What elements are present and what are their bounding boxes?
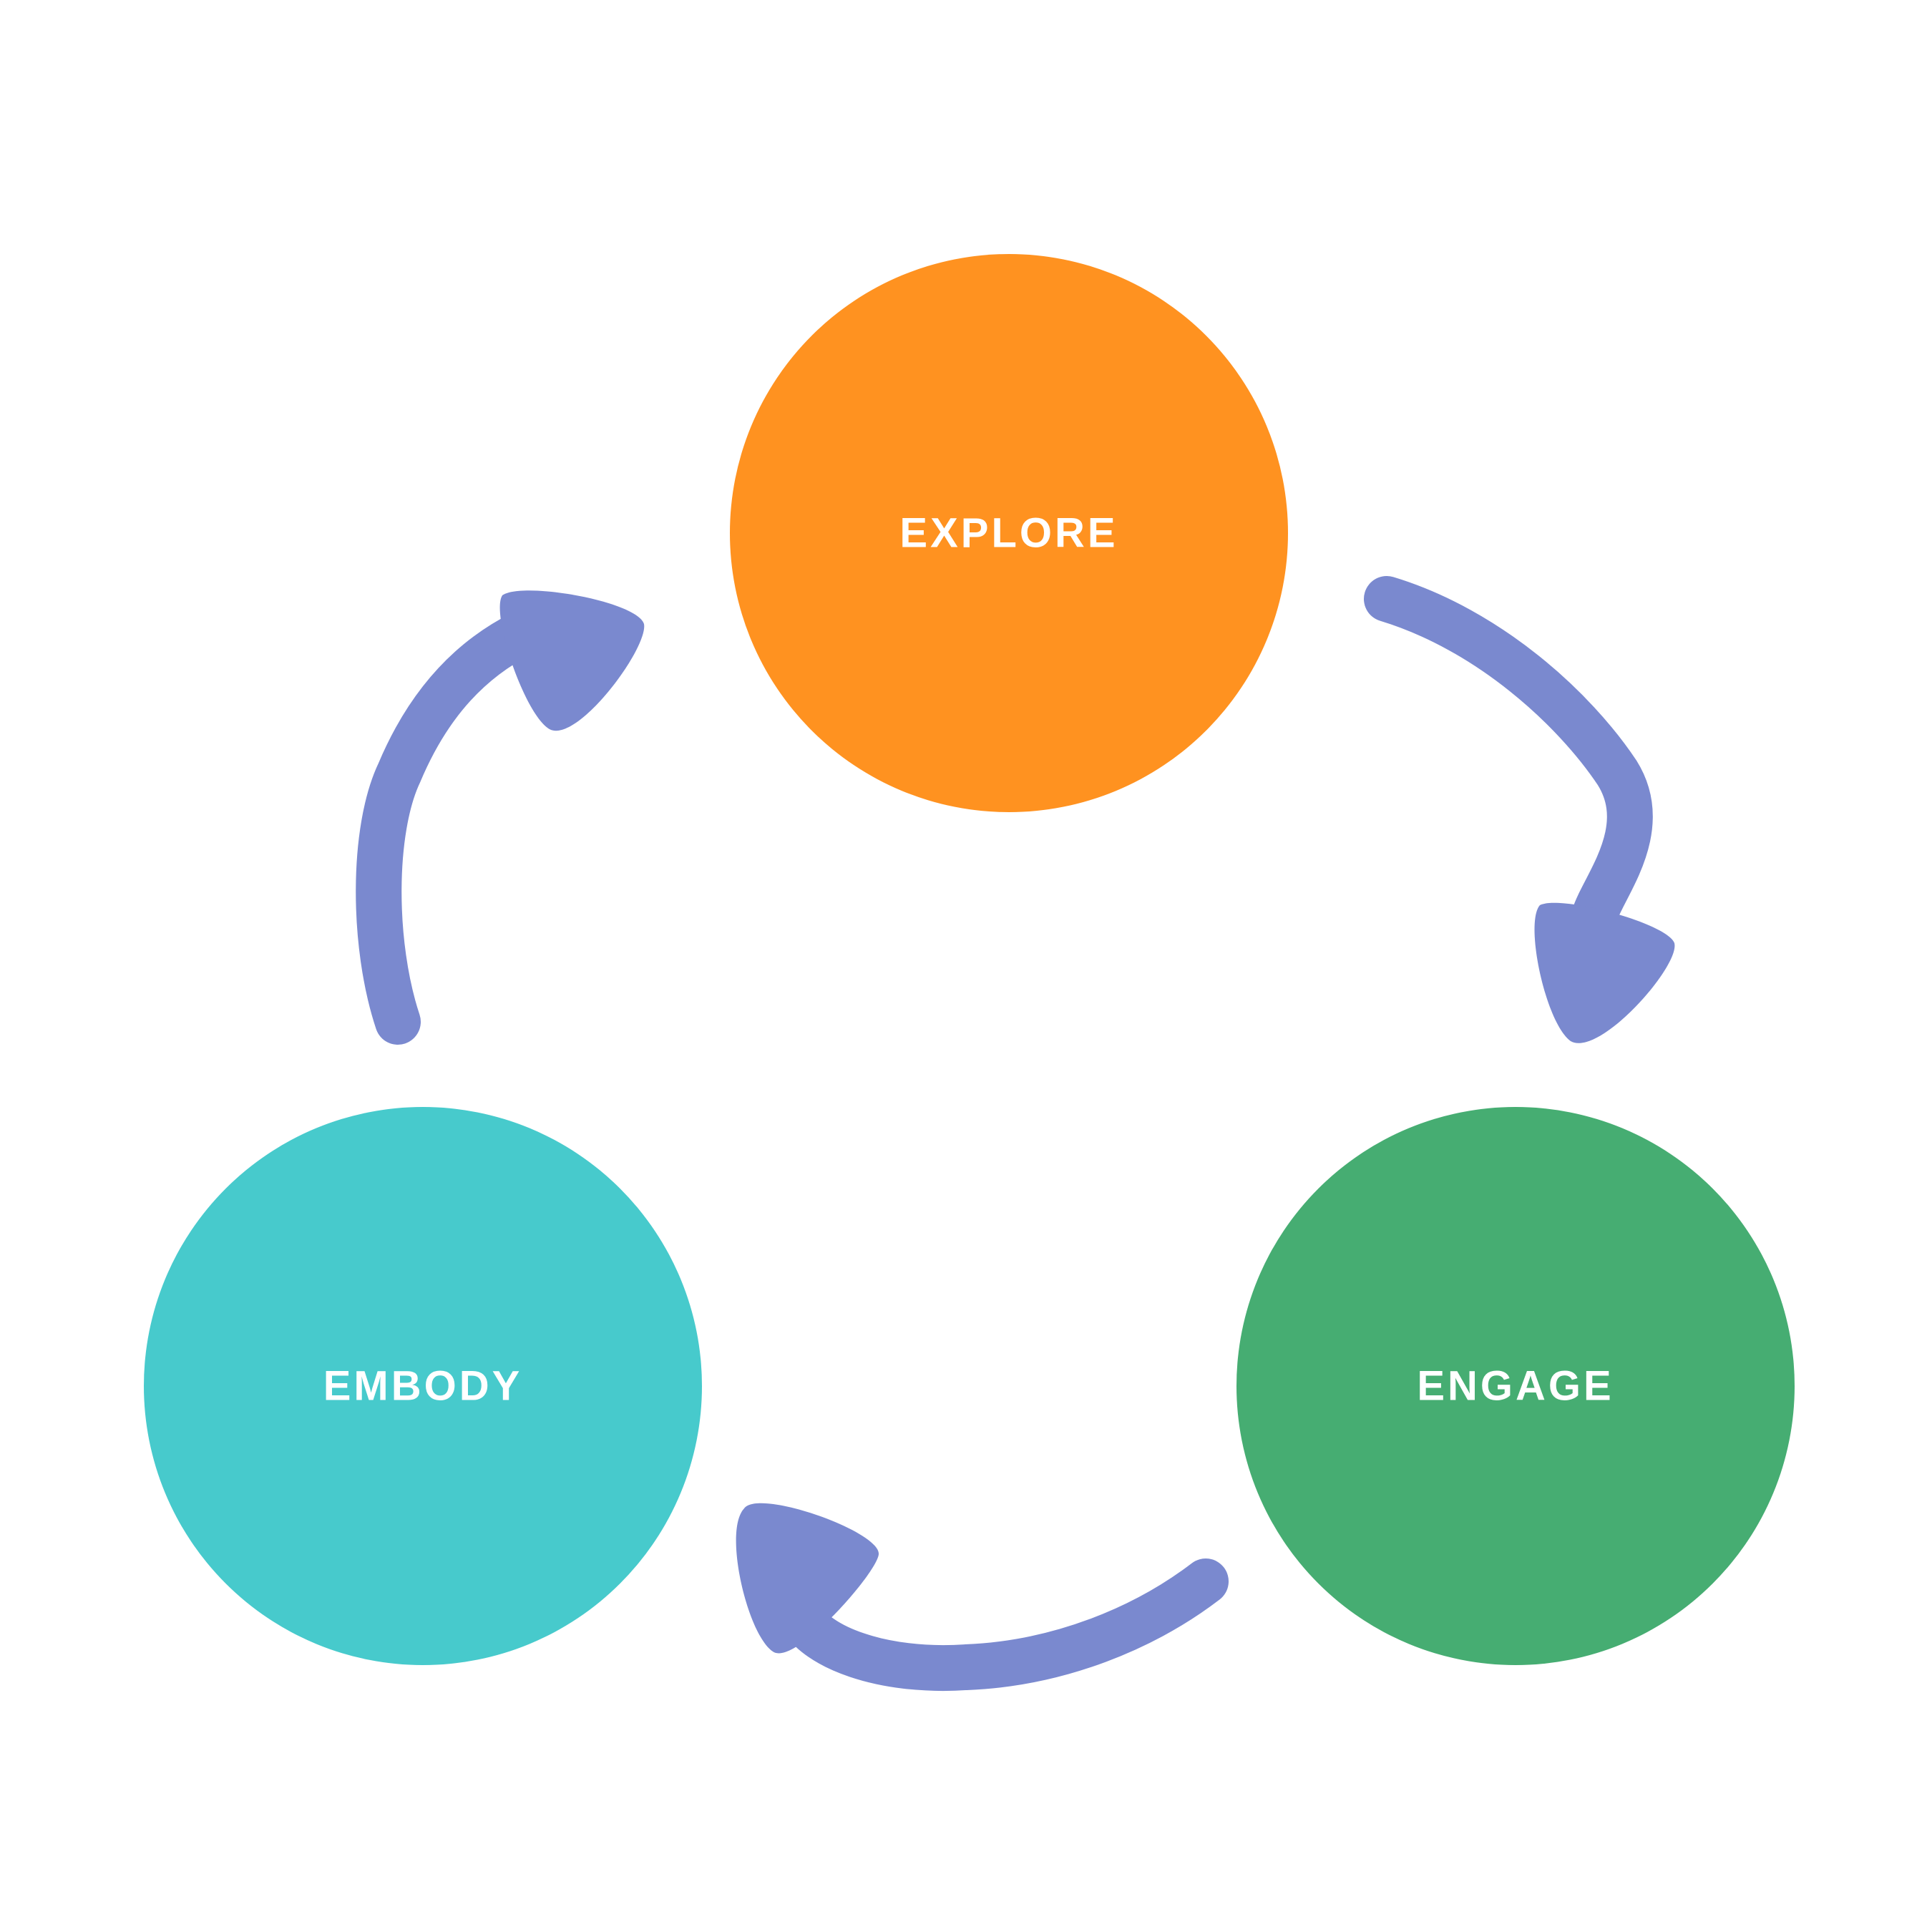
embody-circle	[144, 1107, 702, 1665]
arrow-embody-to-explore	[356, 590, 645, 1045]
arrow-explore-to-engage	[1364, 576, 1675, 1043]
explore-circle	[730, 254, 1288, 812]
embody-label: EMBODY	[323, 1363, 523, 1410]
arrow-shaft	[779, 1558, 1229, 1691]
explore-label: EXPLORE	[899, 510, 1118, 557]
arrow-head-icon	[499, 590, 645, 731]
arrow-head-icon	[736, 1503, 879, 1654]
arrow-head-icon	[1534, 902, 1675, 1043]
engage-label: ENGAGE	[1417, 1363, 1614, 1410]
arrow-shaft	[1364, 576, 1653, 939]
node-embody: EMBODY	[144, 1107, 702, 1665]
arrow-shaft	[356, 610, 545, 1045]
node-explore: EXPLORE	[730, 254, 1288, 812]
arrow-engage-to-embody	[736, 1503, 1229, 1691]
node-engage: ENGAGE	[1236, 1107, 1795, 1665]
engage-circle	[1236, 1107, 1795, 1665]
